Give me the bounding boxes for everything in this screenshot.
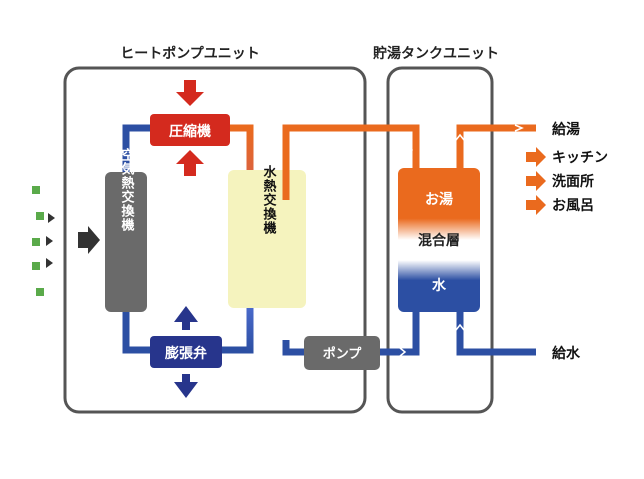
air-inflow: [32, 186, 100, 296]
refrigerant-flow-arrows: [239, 135, 247, 339]
expansion-valve-label: 膨張弁: [165, 345, 207, 362]
tank-hot-label: お湯: [425, 191, 453, 208]
svg-text:洗面所: 洗面所: [552, 173, 594, 190]
compressor: [150, 114, 230, 146]
compressor-label: 圧縮機: [169, 123, 211, 140]
pump: [304, 336, 380, 370]
air-hx-label: 空気熱交換機: [119, 147, 135, 232]
destination-bath: お風呂: [526, 195, 594, 215]
tank-unit-title: 貯湯タンクユニット: [373, 45, 499, 62]
svg-text:水熱交換機: 水熱交換機: [261, 164, 277, 235]
heat-pump-unit-border: [63, 66, 367, 414]
tank-mix-label: 混合層: [418, 232, 460, 249]
pump-label: ポンプ: [323, 346, 363, 362]
hot-supply-pipe: [456, 124, 536, 168]
tank: [398, 168, 480, 312]
expansion-valve: [150, 336, 222, 368]
water-hx-label: 水熱交換機: [261, 164, 277, 235]
hot-supply-label: 給湯: [552, 121, 580, 138]
destination-kitchen: キッチン: [526, 147, 608, 167]
destination-washroom: 洗面所: [526, 171, 594, 191]
svg-text:お風呂: お風呂: [552, 198, 594, 214]
air-hx: [105, 172, 147, 312]
svg-text:キッチン: キッチン: [552, 150, 608, 166]
tank-water-label: 水: [432, 277, 447, 294]
valve-arrow-top: [174, 306, 198, 330]
heat-pump-unit-title: ヒートポンプユニット: [120, 45, 260, 62]
water-supply-label: 給水: [552, 345, 581, 362]
valve-arrow-bottom: [174, 374, 198, 398]
water-supply-pipe: [456, 312, 536, 356]
compressor-arrow-top: [176, 80, 204, 106]
compressor-arrow-bottom: [176, 150, 204, 176]
tank-unit-border: [386, 66, 494, 414]
hot-water-pipe: [282, 124, 420, 200]
